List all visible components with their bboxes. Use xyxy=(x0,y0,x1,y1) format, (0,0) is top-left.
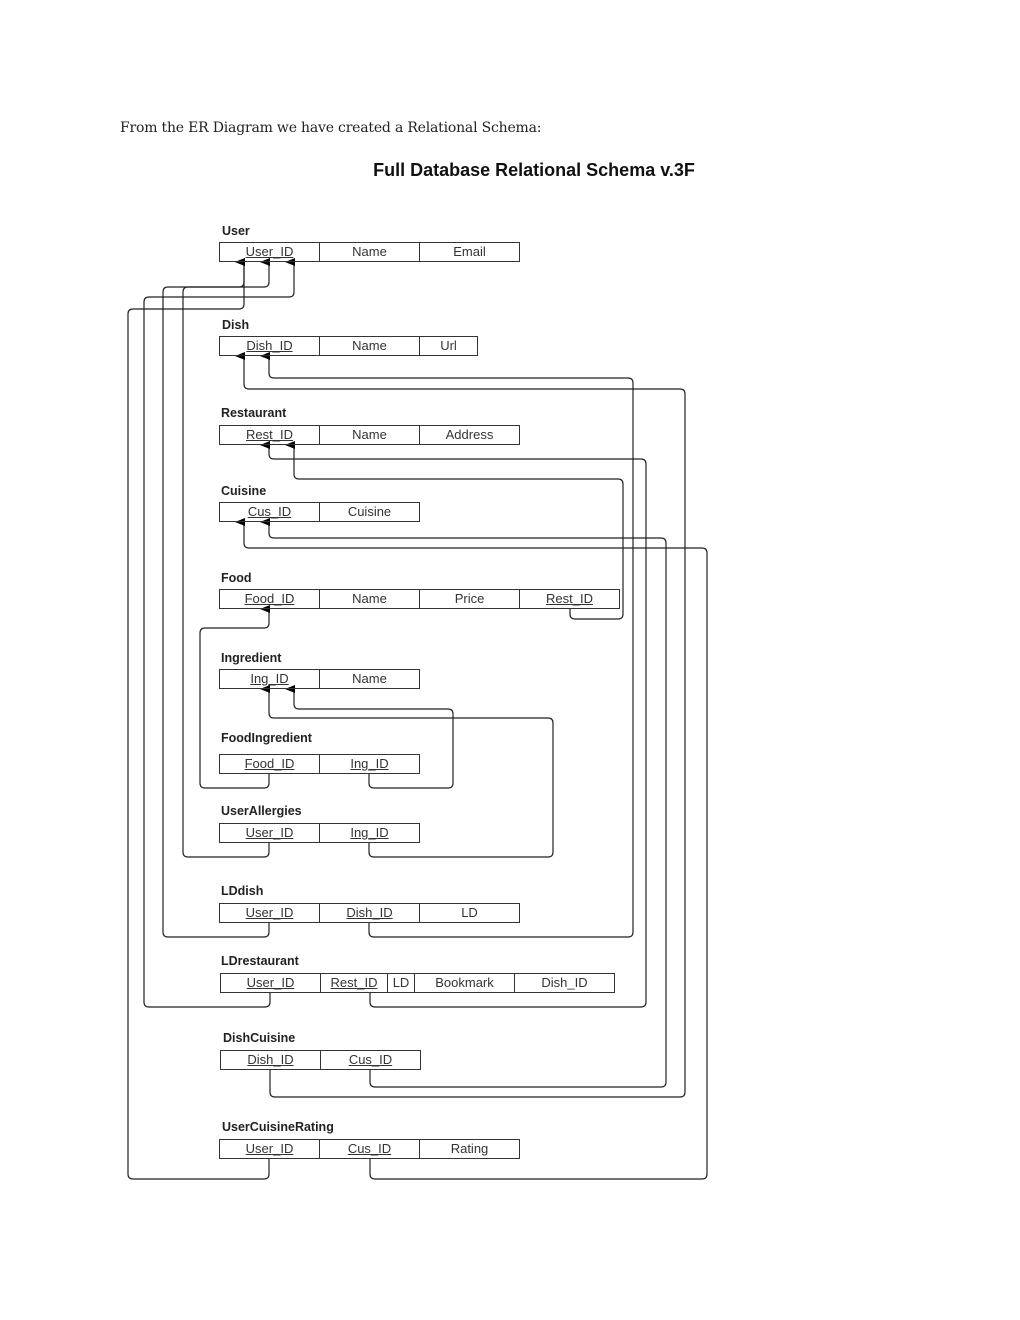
table-label-user: User xyxy=(222,224,250,238)
column-ld: LD xyxy=(420,904,520,922)
column-rest-id: Rest_ID xyxy=(520,590,620,608)
column-user-id: User_ID xyxy=(220,824,320,842)
column-cus-id: Cus_ID xyxy=(321,1051,421,1069)
table-label-food: Food xyxy=(221,571,252,585)
column-bookmark: Bookmark xyxy=(415,974,515,992)
column-ing-id: Ing_ID xyxy=(320,755,420,773)
column-name: Name xyxy=(320,337,420,355)
relationship-line-11 xyxy=(199,605,270,789)
table-dishcuisine: Dish_ID Cus_ID xyxy=(220,1050,421,1070)
relationship-line-10 xyxy=(235,518,708,1180)
table-usercuisinerating: User_ID Cus_ID Rating xyxy=(219,1139,520,1159)
relationship-line-3 xyxy=(143,258,295,1008)
table-label-dish: Dish xyxy=(222,318,250,332)
column-dish-id: Dish_ID xyxy=(515,974,615,992)
relationship-line-7 xyxy=(285,441,624,620)
relationship-line-9 xyxy=(260,518,667,1088)
table-lddish: User_ID Dish_ID LD xyxy=(219,903,520,923)
table-foodingredient: Food_ID Ing_ID xyxy=(219,754,420,774)
column-rating: Rating xyxy=(420,1140,520,1158)
table-label-foodingredient: FoodIngredient xyxy=(221,731,312,745)
intro-text: From the ER Diagram we have created a Re… xyxy=(120,120,542,136)
relationship-line-2 xyxy=(162,258,270,938)
table-label-userallergies: UserAllergies xyxy=(221,804,302,818)
column-user-id: User_ID xyxy=(220,243,320,261)
column-cus-id: Cus_ID xyxy=(320,1140,420,1158)
column-price: Price xyxy=(420,590,520,608)
table-food: Food_ID Name Price Rest_ID xyxy=(219,589,620,609)
column-food-id: Food_ID xyxy=(220,590,320,608)
column-url: Url xyxy=(420,337,478,355)
table-label-ldrestaurant: LDrestaurant xyxy=(221,954,299,968)
relationship-line-13 xyxy=(260,685,554,858)
table-user: User_ID Name Email xyxy=(219,242,520,262)
column-name: Name xyxy=(320,590,420,608)
relationship-line-4 xyxy=(127,258,270,1180)
diagram-title: Full Database Relational Schema v.3F xyxy=(373,160,695,180)
table-label-ingredient: Ingredient xyxy=(221,651,282,665)
column-dish-id: Dish_ID xyxy=(320,904,420,922)
table-label-lddish: LDdish xyxy=(221,884,264,898)
column-cuisine: Cuisine xyxy=(320,503,420,521)
column-name: Name xyxy=(320,243,420,261)
relationship-line-12 xyxy=(285,685,454,789)
relationship-line-8 xyxy=(260,441,647,1008)
column-email: Email xyxy=(420,243,520,261)
column-user-id: User_ID xyxy=(220,904,320,922)
table-dish: Dish_ID Name Url xyxy=(219,336,478,356)
table-cuisine: Cus_ID Cuisine xyxy=(219,502,420,522)
column-dish-id: Dish_ID xyxy=(220,337,320,355)
table-label-usercuisinerating: UserCuisineRating xyxy=(222,1120,334,1134)
table-label-cuisine: Cuisine xyxy=(221,484,267,498)
relationship-line-6 xyxy=(235,352,686,1098)
column-ing-id: Ing_ID xyxy=(220,670,320,688)
column-rest-id: Rest_ID xyxy=(321,974,388,992)
column-name: Name xyxy=(320,670,420,688)
column-food-id: Food_ID xyxy=(220,755,320,773)
column-cus-id: Cus_ID xyxy=(220,503,320,521)
column-name: Name xyxy=(320,426,420,444)
table-restaurant: Rest_ID Name Address xyxy=(219,425,520,445)
column-rest-id: Rest_ID xyxy=(220,426,320,444)
table-ingredient: Ing_ID Name xyxy=(219,669,420,689)
table-ldrestaurant: User_ID Rest_ID LD Bookmark Dish_ID xyxy=(220,973,615,993)
column-address: Address xyxy=(420,426,520,444)
relationship-line-5 xyxy=(260,352,634,938)
table-userallergies: User_ID Ing_ID xyxy=(219,823,420,843)
relationship-line-1 xyxy=(182,258,270,858)
column-user-id: User_ID xyxy=(221,974,321,992)
column-ing-id: Ing_ID xyxy=(320,824,420,842)
column-dish-id: Dish_ID xyxy=(221,1051,321,1069)
table-label-dishcuisine: DishCuisine xyxy=(223,1031,296,1045)
column-user-id: User_ID xyxy=(220,1140,320,1158)
table-label-restaurant: Restaurant xyxy=(221,406,287,420)
column-ld: LD xyxy=(388,974,415,992)
